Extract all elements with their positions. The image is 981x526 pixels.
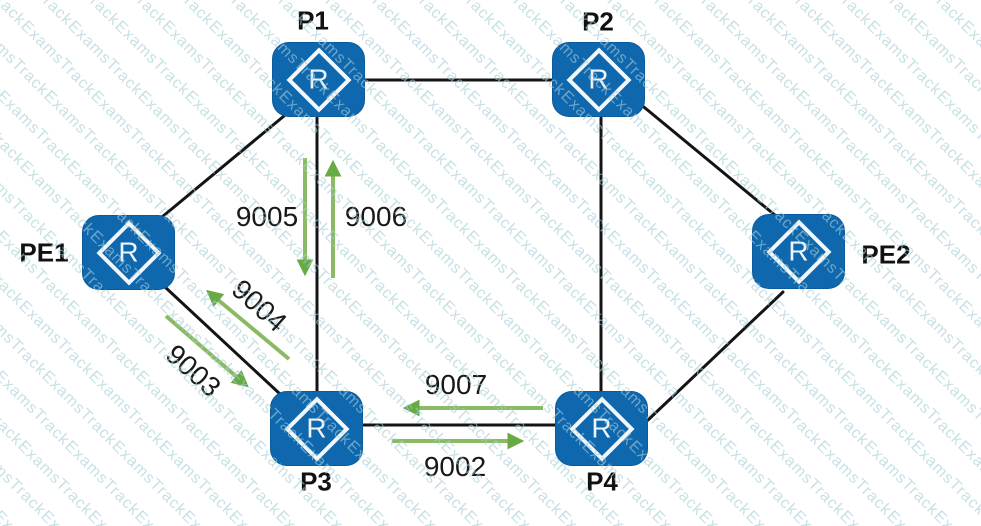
- arrow-label-9002: 9002: [423, 451, 487, 482]
- router-r-icon: R: [788, 234, 809, 266]
- arrow-label-9006: 9006: [344, 201, 408, 232]
- link-pe1-p1: [160, 114, 286, 219]
- node-label-pe2: PE2: [861, 239, 911, 270]
- router-node-p2: R: [552, 42, 645, 117]
- node-label-p2: P2: [582, 6, 614, 37]
- router-r-icon: R: [591, 411, 612, 443]
- node-label-p3: P3: [300, 466, 332, 497]
- link-pe1-p3: [163, 285, 282, 396]
- router-r-icon: R: [588, 62, 609, 94]
- router-r-icon: R: [308, 62, 329, 94]
- arrow-label-9005: 9005: [235, 201, 299, 232]
- node-label-p1: P1: [297, 5, 329, 36]
- arrow-9004-icon: [206, 289, 291, 361]
- arrow-label-9007: 9007: [424, 369, 488, 400]
- router-node-p3: R: [270, 391, 363, 466]
- link-p4-pe2: [646, 290, 785, 422]
- router-node-pe1: R: [82, 215, 175, 290]
- node-label-p4: P4: [586, 466, 618, 497]
- link-p2-pe2: [637, 101, 778, 218]
- router-r-icon: R: [306, 411, 327, 443]
- router-node-p4: R: [555, 391, 648, 466]
- router-node-pe2: R: [752, 214, 845, 289]
- router-node-p1: R: [272, 42, 365, 117]
- arrow-9003-icon: [164, 314, 249, 388]
- router-r-icon: R: [118, 235, 139, 267]
- node-label-pe1: PE1: [19, 237, 69, 268]
